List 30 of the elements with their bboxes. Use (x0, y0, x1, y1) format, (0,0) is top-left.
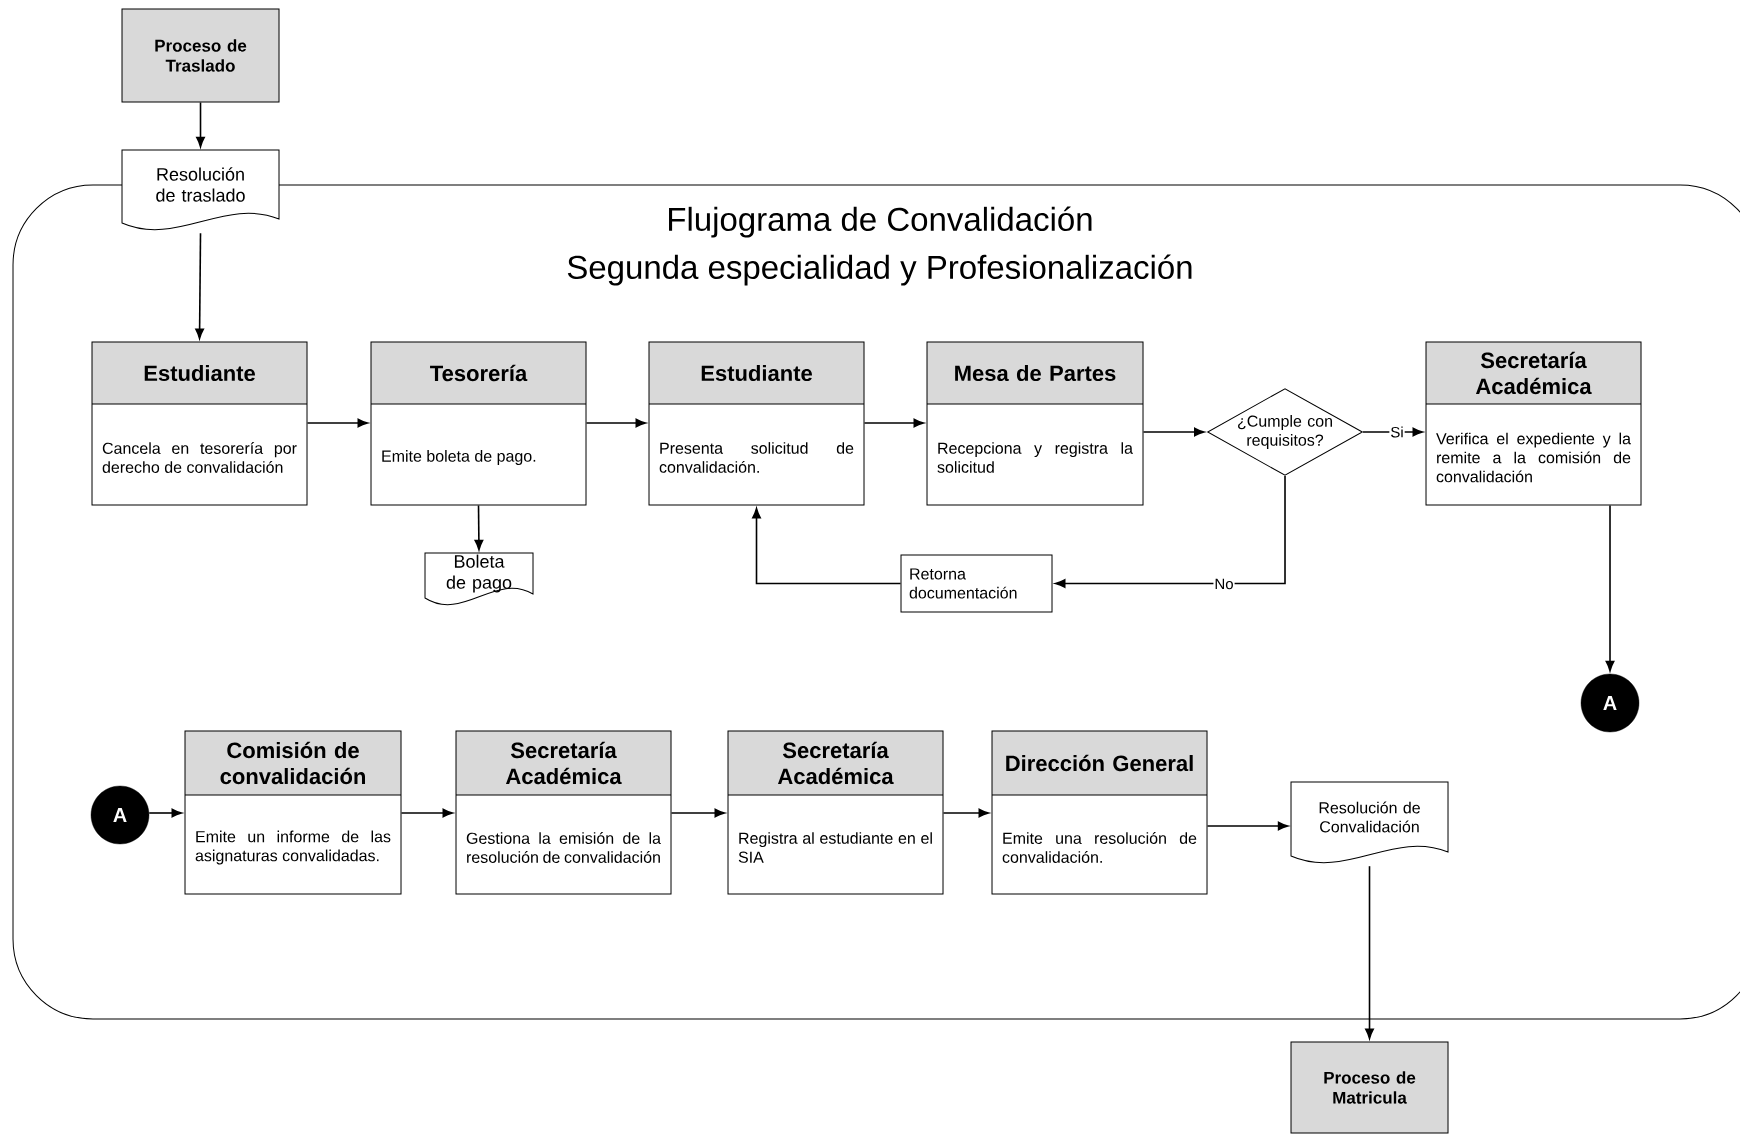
process-box: Secretaría Académica Gestiona la emisión de la resolución de convalidación (455, 730, 672, 895)
arrow (942, 808, 990, 818)
arrow (1605, 504, 1615, 672)
arrow (670, 808, 726, 818)
arrow (585, 418, 647, 428)
process-box: Dirección General Emite una resolución de convalidación. (991, 730, 1208, 895)
edge-label: No (1213, 577, 1235, 591)
arrow (195, 232, 204, 340)
arrow (400, 808, 454, 818)
arrow (863, 418, 925, 428)
process-box: Proceso de Traslado (121, 8, 280, 103)
process-box: Retorna documentación (900, 554, 1053, 613)
arrow (306, 418, 369, 428)
arrow (752, 507, 902, 585)
edge-label: Si (1389, 425, 1405, 439)
process-box: Estudiante Presenta solicitud de convalidación. (648, 341, 865, 506)
arrow (148, 808, 183, 818)
process-box: Estudiante Cancela en tesorería por derecho de convalidación (91, 341, 308, 506)
process-box: Tesorería Emite boleta de pago. (370, 341, 587, 506)
arrow (1142, 427, 1205, 437)
arrow (1054, 475, 1286, 588)
arrow (474, 504, 484, 551)
process-box: Secretaría Académica Registra al estudiante en el SIA (727, 730, 944, 895)
process-box: Proceso de Matricula (1290, 1041, 1449, 1134)
process-box: Secretaría Académica Verifica el expediente y la remite a la comisión de convalidación (1425, 341, 1642, 506)
process-box: Mesa de Partes Recepciona y registra la solicitud (926, 341, 1144, 506)
arrow (196, 101, 205, 148)
process-box: Comisión de convalidación Emite un informe de las asignaturas convalidadas. (184, 730, 402, 895)
arrow (1206, 821, 1289, 831)
arrow (1365, 865, 1374, 1040)
